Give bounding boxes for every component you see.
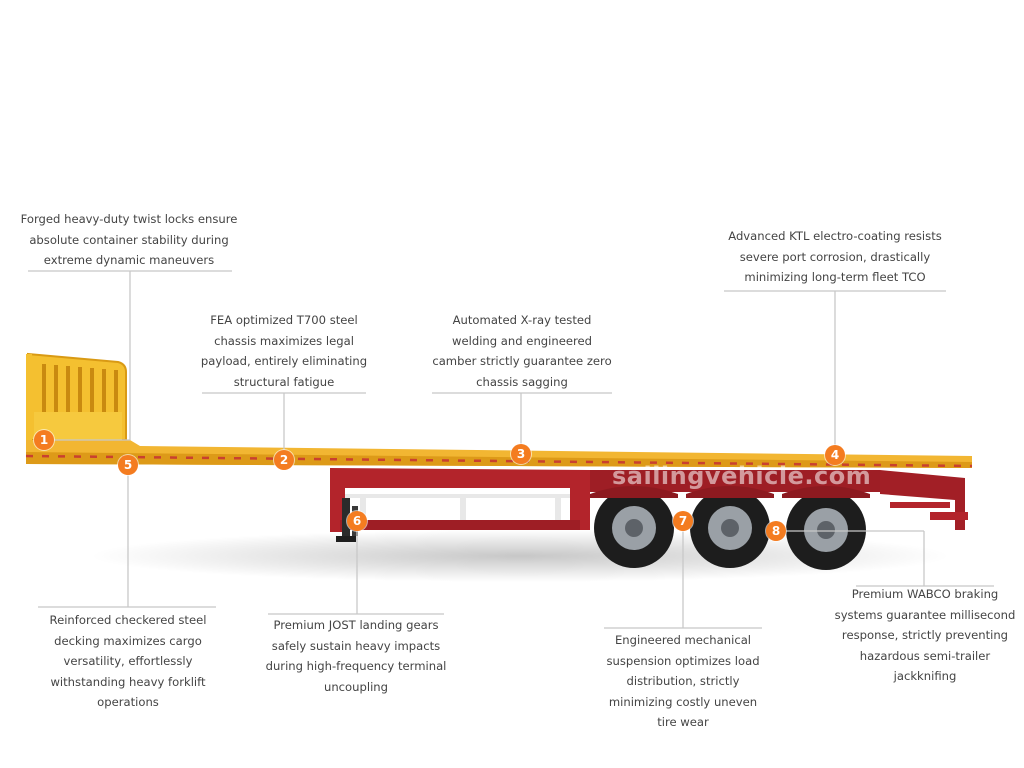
callout-6-line-1: Premium JOST landing gears (273, 618, 439, 632)
callout-7-line-5: tire wear (657, 715, 709, 729)
callout-7-line-2: suspension optimizes load (606, 653, 760, 668)
callout-marker-1[interactable]: 1 (34, 430, 54, 450)
callout-2-line-2: chassis maximizes legal (214, 333, 354, 348)
callout-label-5: Reinforced checkered steel decking maxim… (50, 610, 207, 713)
callout-label-6: Premium JOST landing gears safely sustai… (266, 615, 447, 697)
callout-2-line-4: structural fatigue (233, 374, 335, 389)
callout-2-line-1: FEA optimized T700 steel (210, 313, 358, 327)
callout-8-line-5: jackknifing (893, 669, 957, 683)
callout-2-line-3: payload, entirely eliminating (200, 354, 368, 368)
callout-1-line-3: extreme dynamic maneuvers (43, 253, 215, 267)
callout-8-line-4: hazardous semi-trailer (859, 648, 991, 663)
callout-connector-lines (28, 270, 994, 629)
callout-marker-6[interactable]: 6 (347, 511, 367, 531)
callout-marker-8[interactable]: 8 (766, 521, 786, 541)
wheel-2 (690, 488, 770, 568)
callout-marker-2[interactable]: 2 (274, 450, 294, 470)
callout-3-line-2: welding and engineered (452, 333, 592, 348)
chassis-frame (330, 468, 968, 532)
callout-7-line-4: minimizing costly uneven (608, 694, 758, 709)
callout-6-line-4: uncoupling (323, 679, 389, 694)
callout-6-line-2: safely sustain heavy impacts (271, 638, 441, 653)
callout-1-line-1: Forged heavy-duty twist locks ensure (20, 212, 238, 226)
callout-6-line-3: during high-frequency terminal (265, 659, 447, 673)
callout-1-line-2: absolute container stability during (29, 232, 229, 247)
callout-marker-3[interactable]: 3 (511, 444, 531, 464)
wheel-3 (786, 490, 866, 570)
callout-7-line-1: Engineered mechanical (614, 633, 752, 647)
callout-8-line-2: systems guarantee millisecond (834, 607, 1016, 622)
callout-4-line-1: Advanced KTL electro-coating resists (728, 229, 942, 243)
callout-label-3: Automated X-ray tested welding and engin… (432, 310, 611, 392)
callout-5-line-5: operations (97, 695, 159, 709)
callout-5-line-3: versatility, effortlessly (63, 654, 193, 668)
callout-label-2: FEA optimized T700 steel chassis maximiz… (201, 310, 367, 392)
callout-marker-7[interactable]: 7 (673, 511, 693, 531)
callout-4-line-3: minimizing long-term fleet TCO (744, 270, 926, 284)
callout-3-line-1: Automated X-ray tested (452, 313, 592, 327)
callout-label-8: Premium WABCO braking systems guarantee … (835, 584, 1016, 687)
callout-4-line-2: severe port corrosion, drastically (739, 249, 931, 264)
callout-marker-5[interactable]: 5 (118, 455, 138, 475)
callout-7-line-3: distribution, strictly (626, 674, 740, 688)
callout-label-1: Forged heavy-duty twist locks ensure abs… (21, 209, 238, 271)
callout-5-line-2: decking maximizes cargo (54, 633, 202, 648)
callout-marker-4[interactable]: 4 (825, 445, 845, 465)
callout-label-4: Advanced KTL electro-coating resists sev… (728, 226, 942, 288)
callout-label-7: Engineered mechanical suspension optimiz… (606, 630, 759, 733)
trailer-deck (25, 440, 973, 468)
callout-8-line-1: Premium WABCO braking (851, 587, 999, 601)
callout-5-line-1: Reinforced checkered steel (49, 613, 207, 627)
wheel-1 (594, 488, 674, 568)
callout-3-line-4: chassis sagging (476, 374, 568, 389)
mudguards (590, 486, 870, 498)
callout-5-line-4: withstanding heavy forklift (50, 674, 206, 689)
callout-8-line-3: response, strictly preventing (841, 628, 1009, 642)
watermark-text: sailingvehicle.com (612, 462, 872, 490)
callout-3-line-3: camber strictly guarantee zero (432, 354, 612, 368)
